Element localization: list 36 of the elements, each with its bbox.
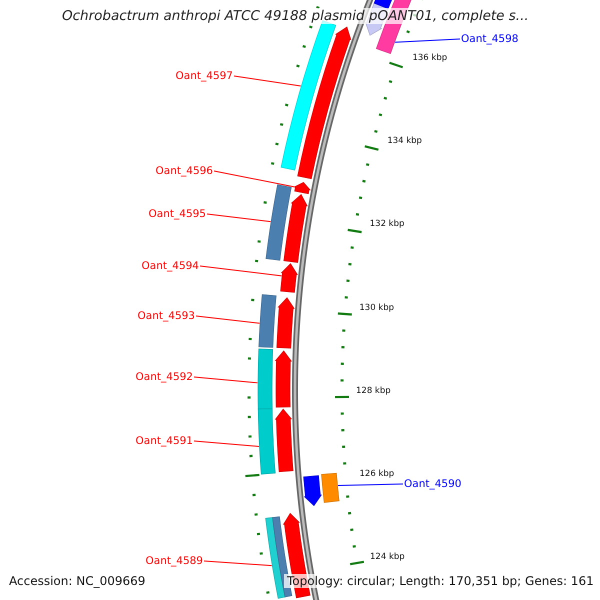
gene-label: Oant_4593 xyxy=(138,310,195,322)
gene-label: Oant_4597 xyxy=(176,70,233,82)
gene-block xyxy=(321,472,340,503)
scale-label: 130 kbp xyxy=(359,302,394,313)
gene-label: Oant_4591 xyxy=(136,435,193,447)
gene-block xyxy=(258,294,276,348)
gene-feature xyxy=(280,263,298,293)
gene-label: Oant_4594 xyxy=(142,260,199,272)
leader-line xyxy=(196,316,260,324)
scale-label: 126 kbp xyxy=(360,469,394,479)
accession-text: Accession: NC_009669 xyxy=(9,574,146,588)
gene-label: Oant_4596 xyxy=(156,165,213,177)
leader-line xyxy=(214,170,296,188)
leader-line xyxy=(194,440,260,447)
gene-label: Oant_4592 xyxy=(136,371,193,383)
leader-line xyxy=(234,76,302,87)
leader-line xyxy=(394,38,460,43)
leader-line xyxy=(206,214,272,222)
scale-label: 132 kbp xyxy=(370,219,404,230)
gene-label: Oant_4595 xyxy=(148,208,206,220)
gene-label: Oant_4598 xyxy=(461,33,518,45)
scale-label: 134 kbp xyxy=(387,136,422,146)
gene-block xyxy=(266,184,292,261)
leader-line xyxy=(338,484,404,486)
gene-block xyxy=(265,517,286,599)
scale-label: 128 kbp xyxy=(356,386,391,396)
gene-label: Oant_4590 xyxy=(404,478,462,490)
gene-label: Oant_4589 xyxy=(146,555,203,567)
scale-label: 124 kbp xyxy=(370,552,405,562)
leader-line xyxy=(200,266,282,276)
leader-line xyxy=(194,376,258,384)
title: Ochrobactrum anthropi ATCC 49188 plasmid pOANT01, complete s... xyxy=(62,8,529,24)
scale-label: 136 kbp xyxy=(412,53,448,63)
gene-block xyxy=(258,408,276,474)
gene-block xyxy=(258,348,274,410)
gene-feature xyxy=(294,182,311,194)
